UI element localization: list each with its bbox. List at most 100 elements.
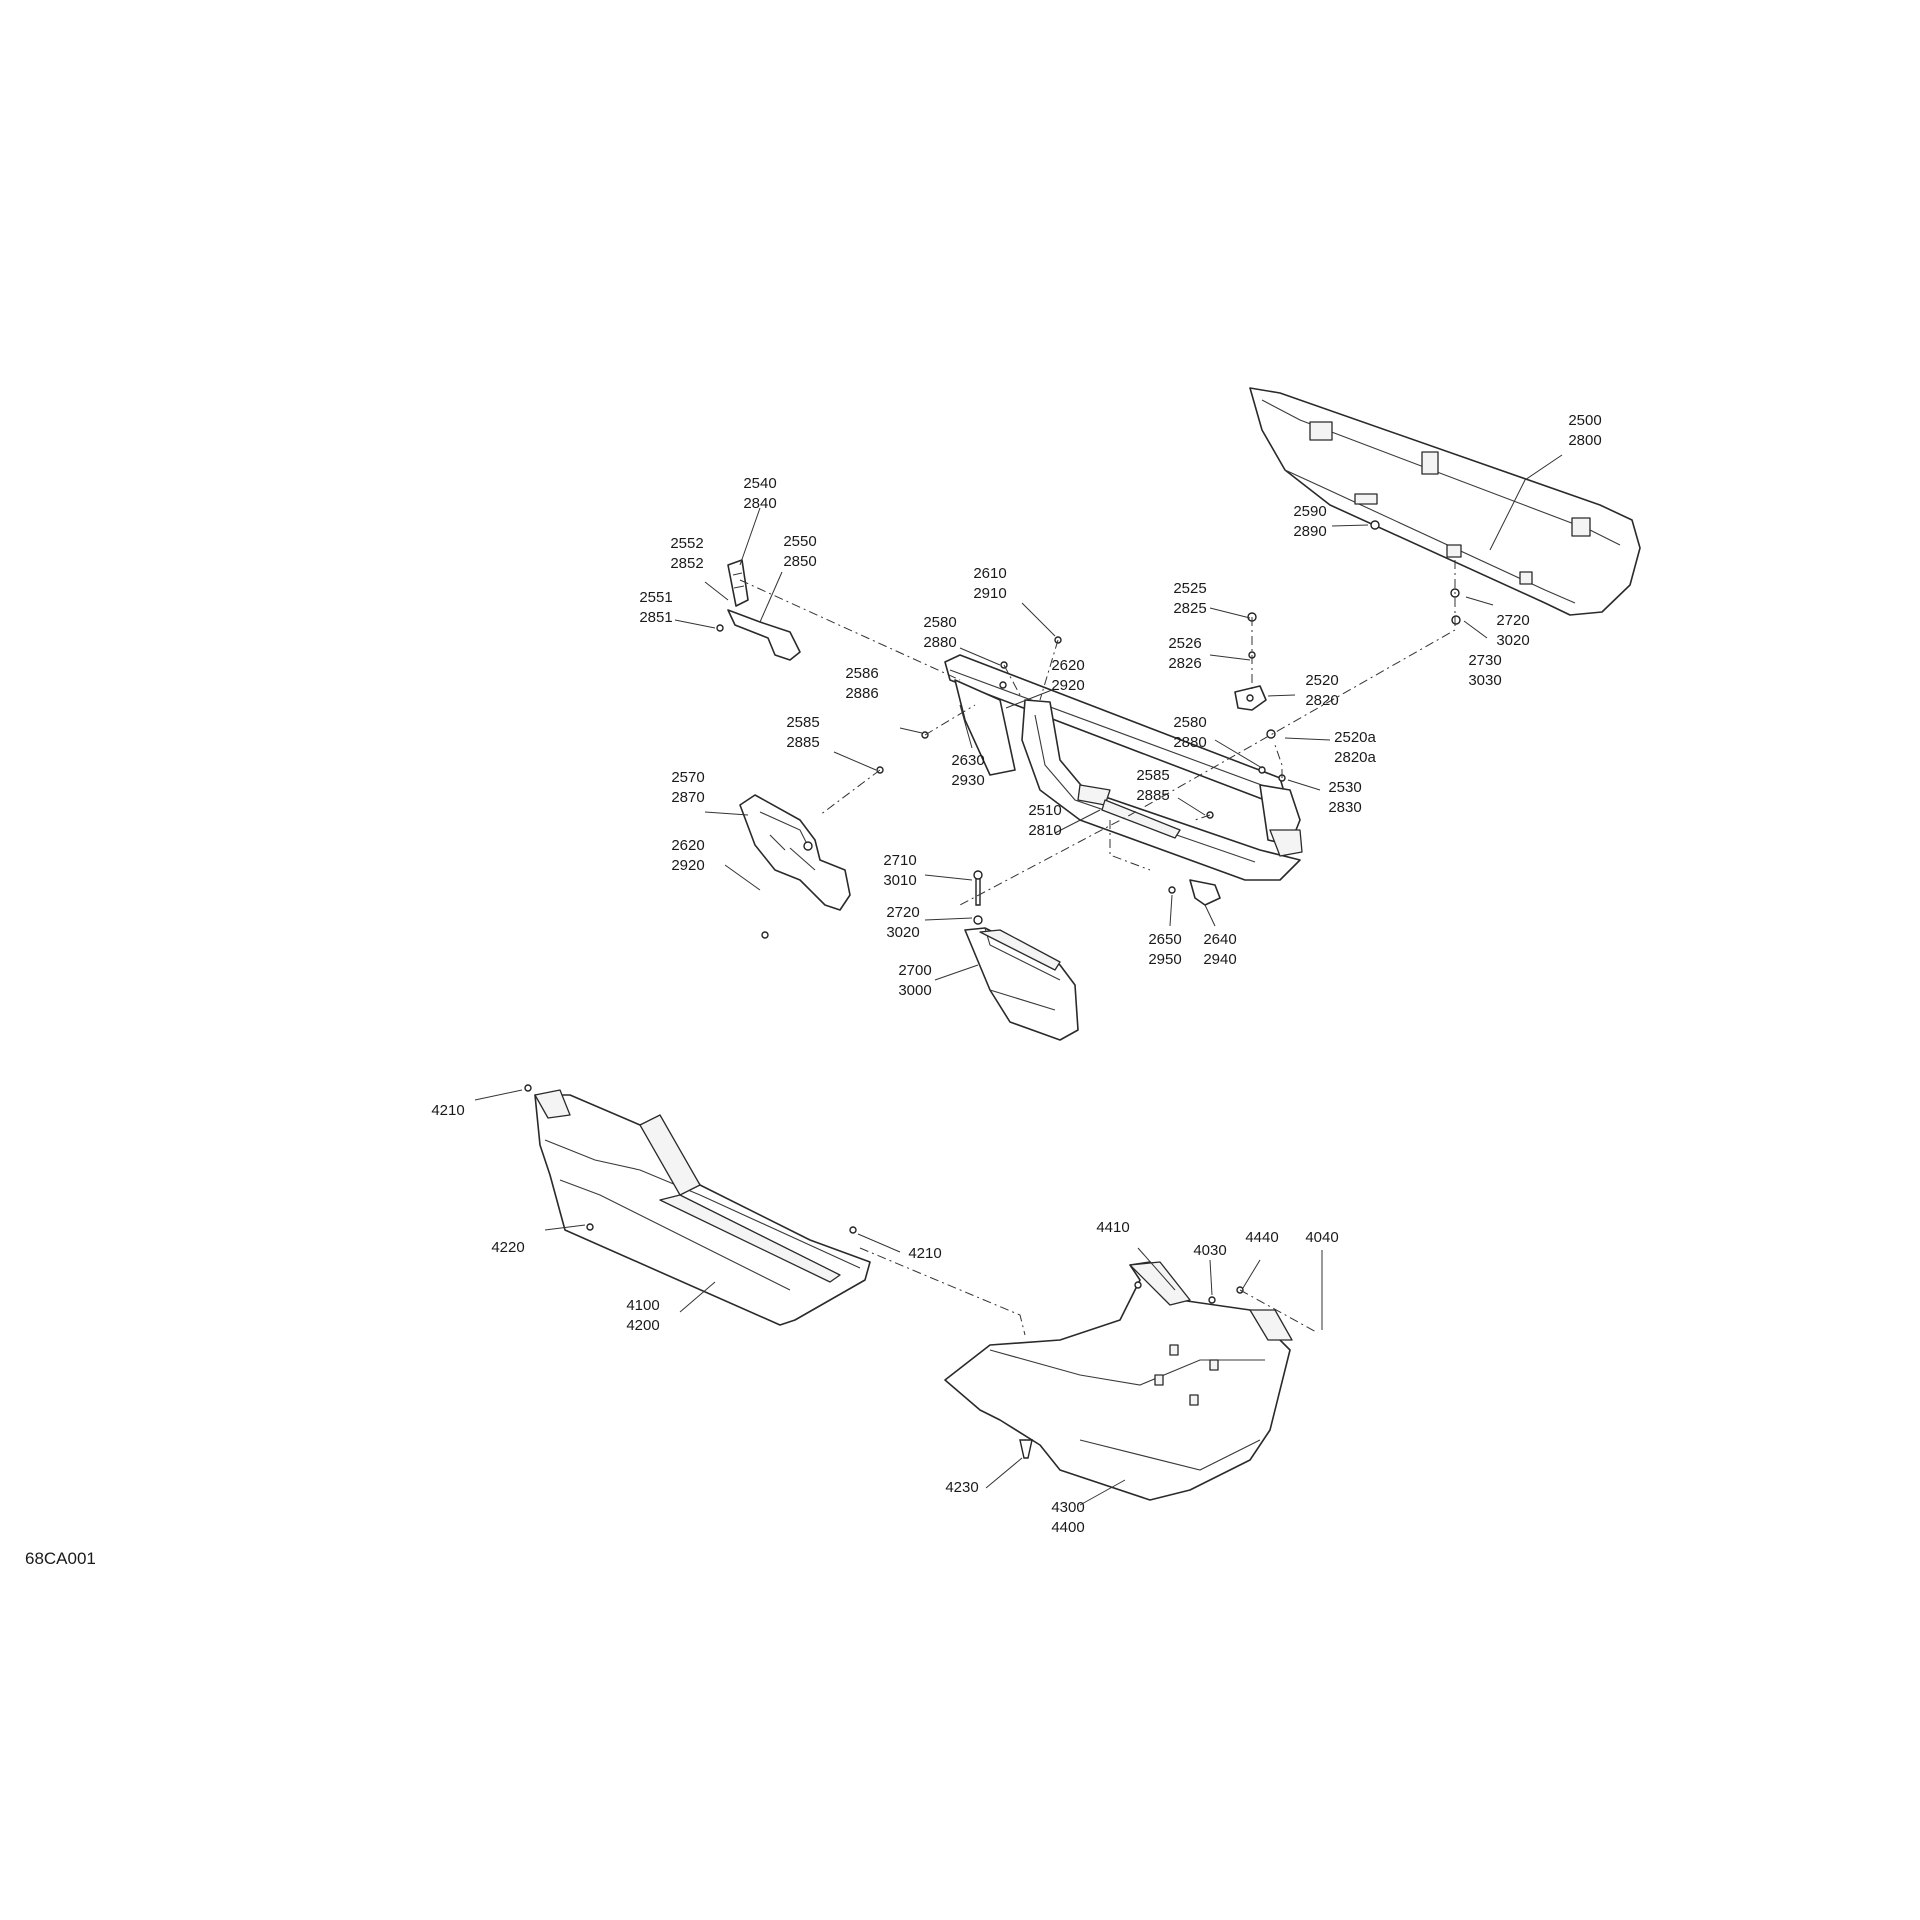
svg-text:2585: 2585 xyxy=(786,714,819,731)
svg-text:2851: 2851 xyxy=(639,609,672,626)
callout-4220: 4220 xyxy=(491,1239,524,1256)
svg-text:2520: 2520 xyxy=(1305,672,1338,689)
svg-text:2940: 2940 xyxy=(1203,951,1236,968)
svg-text:2550: 2550 xyxy=(783,533,816,550)
callout-2550: 2550 2850 xyxy=(783,533,816,570)
callout-2585-left: 2585 2885 xyxy=(786,714,819,751)
svg-text:2620: 2620 xyxy=(671,837,704,854)
callout-4040: 4040 xyxy=(1305,1229,1338,1246)
svg-text:2820: 2820 xyxy=(1305,692,1338,709)
callout-2530: 2530 2830 xyxy=(1328,779,1361,816)
callout-4230: 4230 xyxy=(945,1479,978,1496)
callout-2710: 2710 3010 xyxy=(883,852,916,889)
svg-text:2920: 2920 xyxy=(671,857,704,874)
svg-text:2720: 2720 xyxy=(886,904,919,921)
callout-2552: 2552 2852 xyxy=(670,535,703,572)
svg-text:2870: 2870 xyxy=(671,789,704,806)
svg-text:3030: 3030 xyxy=(1468,672,1501,689)
svg-text:2586: 2586 xyxy=(845,665,878,682)
svg-text:2810: 2810 xyxy=(1028,822,1061,839)
door-frame-2510 xyxy=(944,654,1303,881)
svg-text:2910: 2910 xyxy=(973,585,1006,602)
svg-text:2950: 2950 xyxy=(1148,951,1181,968)
svg-text:4210: 4210 xyxy=(908,1245,941,1262)
svg-text:2590: 2590 xyxy=(1293,503,1326,520)
svg-text:2630: 2630 xyxy=(951,752,984,769)
svg-text:2525: 2525 xyxy=(1173,580,1206,597)
callout-2580-left: 2580 2880 xyxy=(923,614,956,651)
svg-text:3020: 3020 xyxy=(886,924,919,941)
callout-2650: 2650 2950 xyxy=(1148,931,1181,968)
svg-text:2510: 2510 xyxy=(1028,802,1061,819)
svg-text:2850: 2850 xyxy=(783,553,816,570)
svg-text:4300: 4300 xyxy=(1051,1499,1084,1516)
svg-text:2885: 2885 xyxy=(786,734,819,751)
svg-text:2820a: 2820a xyxy=(1334,749,1376,766)
fastener-set xyxy=(524,520,1461,1459)
svg-text:2500: 2500 xyxy=(1568,412,1601,429)
svg-text:4210: 4210 xyxy=(431,1102,464,1119)
figure-reference: 68CA001 xyxy=(25,1549,96,1568)
svg-text:4400: 4400 xyxy=(1051,1519,1084,1536)
svg-text:2840: 2840 xyxy=(743,495,776,512)
svg-text:2520a: 2520a xyxy=(1334,729,1376,746)
svg-text:2650: 2650 xyxy=(1148,931,1181,948)
svg-text:4440: 4440 xyxy=(1245,1229,1278,1246)
svg-text:2920: 2920 xyxy=(1051,677,1084,694)
svg-text:4030: 4030 xyxy=(1193,1242,1226,1259)
svg-text:2552: 2552 xyxy=(670,535,703,552)
svg-text:2852: 2852 xyxy=(670,555,703,572)
callout-4410: 4410 xyxy=(1096,1219,1129,1236)
assembly-lines xyxy=(739,560,1456,1336)
callout-2525: 2525 2825 xyxy=(1173,580,1206,617)
svg-text:4230: 4230 xyxy=(945,1479,978,1496)
svg-text:2580: 2580 xyxy=(923,614,956,631)
svg-text:3000: 3000 xyxy=(898,982,931,999)
svg-text:4100: 4100 xyxy=(626,1297,659,1314)
svg-text:2880: 2880 xyxy=(1173,734,1206,751)
callout-2720-lower: 2720 3020 xyxy=(886,904,919,941)
svg-text:4200: 4200 xyxy=(626,1317,659,1334)
svg-text:3020: 3020 xyxy=(1496,632,1529,649)
svg-text:2825: 2825 xyxy=(1173,600,1206,617)
svg-text:3010: 3010 xyxy=(883,872,916,889)
callout-2520a: 2520a 2820a xyxy=(1334,729,1376,766)
callout-2510: 2510 2810 xyxy=(1028,802,1061,839)
skid-plate-4300 xyxy=(944,1261,1293,1501)
callout-4210-right: 4210 xyxy=(908,1245,941,1262)
svg-text:2886: 2886 xyxy=(845,685,878,702)
svg-text:2620: 2620 xyxy=(1051,657,1084,674)
svg-text:4220: 4220 xyxy=(491,1239,524,1256)
bracket-2520 xyxy=(1234,685,1267,711)
clip-2640 xyxy=(1189,879,1221,906)
svg-text:2880: 2880 xyxy=(923,634,956,651)
skid-plate-4100 xyxy=(534,1089,871,1326)
callout-2551: 2551 2851 xyxy=(639,589,672,626)
svg-text:2585: 2585 xyxy=(1136,767,1169,784)
svg-text:2551: 2551 xyxy=(639,589,672,606)
callout-4300: 4300 4400 xyxy=(1051,1499,1084,1536)
callout-2540: 2540 2840 xyxy=(743,475,776,512)
svg-text:2530: 2530 xyxy=(1328,779,1361,796)
callout-4100: 4100 4200 xyxy=(626,1297,659,1334)
svg-text:4040: 4040 xyxy=(1305,1229,1338,1246)
step-plate-2700 xyxy=(964,927,1079,1041)
svg-text:2700: 2700 xyxy=(898,962,931,979)
callout-4440: 4440 xyxy=(1245,1229,1278,1246)
svg-text:2830: 2830 xyxy=(1328,799,1361,816)
svg-text:2885: 2885 xyxy=(1136,787,1169,804)
callout-2610: 2610 2910 xyxy=(973,565,1006,602)
callout-4030: 4030 xyxy=(1193,1242,1226,1259)
svg-text:2710: 2710 xyxy=(883,852,916,869)
svg-text:2540: 2540 xyxy=(743,475,776,492)
callout-4210-left: 4210 xyxy=(431,1102,464,1119)
svg-text:2610: 2610 xyxy=(973,565,1006,582)
